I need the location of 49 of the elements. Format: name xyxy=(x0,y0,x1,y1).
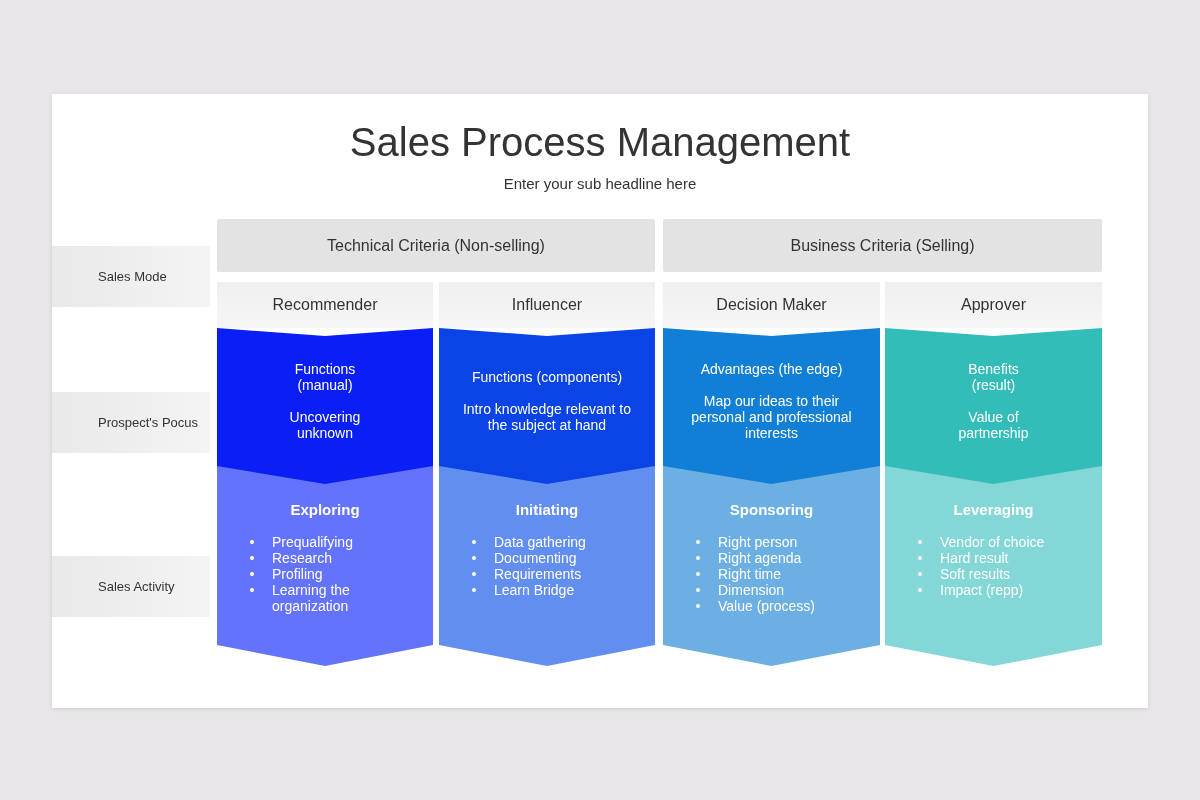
criteria-band xyxy=(217,219,655,272)
criteria-band xyxy=(663,219,1102,272)
list-item: Vendor of choice xyxy=(940,534,1045,550)
focus-text: Functions (manual) xyxy=(293,361,357,393)
role-header xyxy=(663,282,880,328)
row-label: Prospect's Pocus xyxy=(98,415,199,430)
list-item: Learn Bridge xyxy=(494,582,575,598)
list-item: Dimension xyxy=(718,582,785,598)
list-item: Research xyxy=(272,550,332,566)
activity-heading: Leveraging xyxy=(952,502,1035,518)
list-item: Hard result xyxy=(940,550,1009,566)
focus-text: Intro knowledge relevant to the subject at hand xyxy=(461,401,633,433)
role-header xyxy=(885,282,1102,328)
list-item: Learning the organization xyxy=(272,582,350,614)
subtitle: Enter your sub headline here xyxy=(502,175,698,192)
row-label-band xyxy=(52,392,210,453)
list-item: Documenting xyxy=(494,550,577,566)
list-item: Right time xyxy=(718,566,782,582)
list-item: Profiling xyxy=(272,566,323,582)
role-header xyxy=(439,282,655,328)
focus-text: Functions (components) xyxy=(470,369,624,385)
criteria-heading: Technical Criteria (Non-selling) xyxy=(327,236,545,255)
activity-heading: Initiating xyxy=(514,502,580,518)
criteria-heading: Business Criteria (Selling) xyxy=(790,236,975,255)
activity-heading: Exploring xyxy=(289,502,361,518)
focus-text: Map our ideas to their personal and professional interests xyxy=(690,393,853,441)
row-label: Sales Activity xyxy=(98,579,175,594)
list-item: Right agenda xyxy=(718,550,802,566)
list-item: Right person xyxy=(718,534,798,550)
title: Sales Process Management xyxy=(348,120,852,165)
focus-text: Value of partnership xyxy=(957,409,1030,441)
focus-text: Uncovering unknown xyxy=(288,409,362,441)
focus-text: Advantages (the edge) xyxy=(699,361,844,377)
list-item: Requirements xyxy=(494,566,582,582)
list-item: Impact (repp) xyxy=(940,582,1024,598)
activity-heading: Sponsoring xyxy=(728,502,815,518)
role-header xyxy=(217,282,433,328)
list-item: Value (process) xyxy=(718,598,815,614)
row-label: Sales Mode xyxy=(98,269,167,284)
role-heading: Decision Maker xyxy=(716,296,827,314)
list-item: Data gathering xyxy=(494,534,586,550)
role-heading: Influencer xyxy=(511,296,583,314)
role-heading: Recommender xyxy=(272,296,378,314)
focus-text: Benefits (result) xyxy=(967,361,1020,393)
list-item: Prequalifying xyxy=(272,534,353,550)
row-label-band xyxy=(52,246,210,307)
role-heading: Approver xyxy=(961,296,1026,314)
list-item: Soft results xyxy=(940,566,1011,582)
row-label-band xyxy=(52,556,210,617)
